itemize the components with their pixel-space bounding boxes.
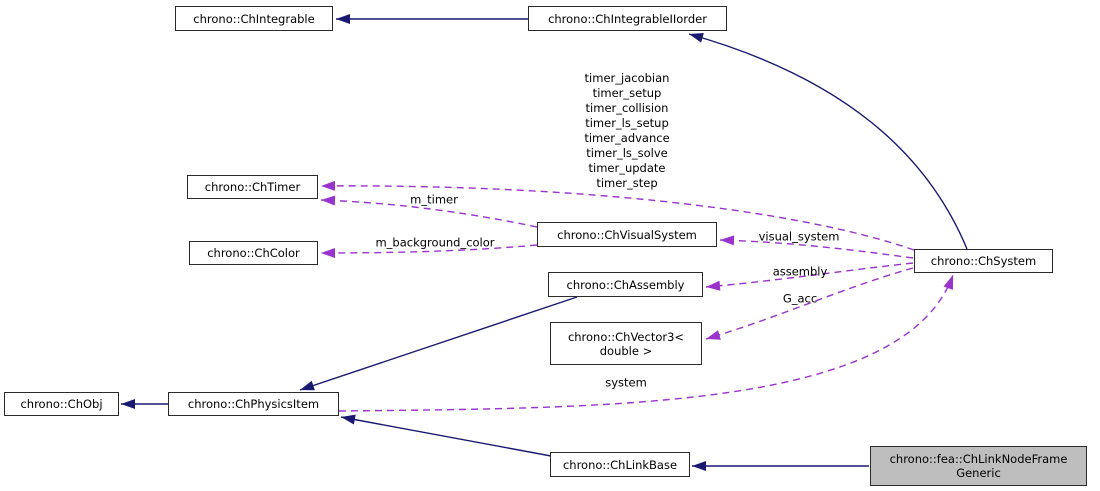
- edge-usage-chsystem-to-chvisualsystem-visual-system: [719, 235, 914, 259]
- node-chrono-chassembly[interactable]: chrono::ChAssembly: [548, 272, 703, 297]
- node-chrono-chvisualsystem[interactable]: chrono::ChVisualSystem: [537, 222, 717, 247]
- edge-inherit-chlinkbase-to-chphysicsitem: [340, 414, 552, 457]
- node-chrono-chobj[interactable]: chrono::ChObj: [4, 392, 119, 416]
- edge-inherit-chassembly-to-chphysicsitem: [299, 296, 578, 391]
- edge-label-g-acc: G_acc: [782, 291, 818, 306]
- edge-label-m-timer: m_timer: [410, 192, 458, 207]
- edge-label-timer-members: timer_jacobian timer_setup timer_collisi…: [584, 71, 670, 190]
- edge-usage-chvisualsystem-to-chcolor-m-background-color: [320, 244, 538, 258]
- node-chrono-chvector3-double[interactable]: chrono::ChVector3< double >: [550, 322, 702, 365]
- edge-label-m-background-color: m_background_color: [375, 235, 495, 250]
- node-chrono-fea-chlinknodeframegeneric-current: chrono::fea::ChLinkNodeFrame Generic: [870, 446, 1087, 486]
- node-chrono-chintegrableiiorder[interactable]: chrono::ChIntegrableIIorder: [528, 6, 727, 31]
- node-chrono-chintegrable[interactable]: chrono::ChIntegrable: [175, 6, 333, 31]
- node-chrono-chlinkbase[interactable]: chrono::ChLinkBase: [550, 452, 690, 477]
- edge-label-visual-system: visual_system: [758, 229, 840, 244]
- edge-usage-chsystem-to-chvector3-g-acc: [705, 267, 914, 340]
- edge-usage-chsystem-to-chtimer-timers: [320, 180, 915, 251]
- edge-inherit-chsystem-to-chintegrableiiorder: [688, 32, 968, 250]
- edge-label-assembly: assembly: [772, 264, 828, 279]
- node-chrono-chsystem[interactable]: chrono::ChSystem: [914, 249, 1053, 273]
- node-chrono-chcolor[interactable]: chrono::ChColor: [189, 241, 318, 265]
- edge-usage-chvisualsystem-to-chtimer-m-timer: [320, 195, 538, 228]
- edge-usage-chsystem-to-chassembly-assembly: [705, 262, 914, 291]
- node-chrono-chtimer[interactable]: chrono::ChTimer: [187, 175, 318, 199]
- edge-label-system: system: [605, 375, 647, 390]
- node-chrono-chphysicsitem[interactable]: chrono::ChPhysicsItem: [168, 392, 339, 416]
